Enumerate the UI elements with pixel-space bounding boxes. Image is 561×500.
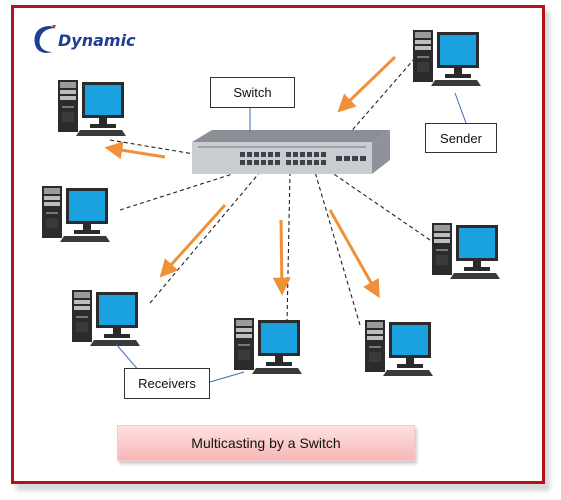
arrow-icon <box>328 209 380 299</box>
sender-label: Sender <box>425 123 497 153</box>
brand-name: Dynamic <box>58 31 136 50</box>
computer-icon <box>432 223 500 279</box>
arrow-icon <box>337 55 397 113</box>
computer-icon <box>58 80 126 136</box>
arrow-icon <box>159 203 227 278</box>
computer-icon <box>413 30 481 86</box>
arrow-icon <box>104 141 166 160</box>
arrows <box>104 55 397 299</box>
receivers-label: Receivers <box>124 368 210 399</box>
brand-logo <box>34 25 56 53</box>
computer-icon <box>72 290 140 346</box>
switch-icon <box>192 130 390 174</box>
computer-icon <box>42 186 110 242</box>
arrow-icon <box>272 219 291 296</box>
switch-label: Switch <box>210 77 295 108</box>
computer-icon <box>234 318 302 374</box>
diagram-caption: Multicasting by a Switch <box>117 425 415 461</box>
computer-icon <box>365 320 433 376</box>
